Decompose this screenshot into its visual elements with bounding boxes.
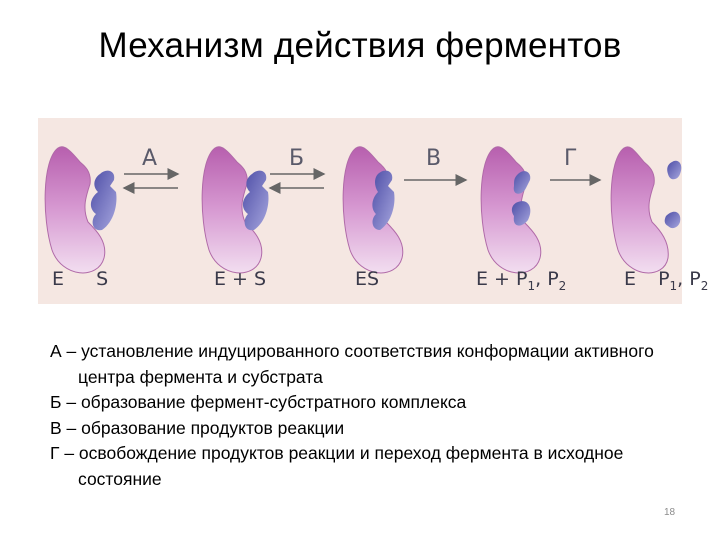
page-number: 18 [664,507,676,518]
stage-label-main: E [624,268,637,290]
product-p1-shape [667,160,682,180]
stage-label-e-s: E S [52,268,108,290]
arrow-label-v: В [426,146,442,171]
substrate-shape [372,170,395,230]
stage-label-e-plus-s: E + S [214,268,266,290]
arrow-label-b: Б [289,146,305,171]
enzyme-shape [342,146,404,274]
description-item-g: Г – освобождение продуктов реакции и пер… [50,443,624,489]
enzyme-mechanism-diagram: А Б В Г [38,118,682,304]
diagram-graphic [44,146,682,274]
description-list: А – установление индуцированного соответ… [50,339,690,492]
stage-label-separator: , P [535,268,559,290]
arrow-label-a: А [142,146,158,171]
stage-label-es: ES [355,268,379,290]
stage-label-e-p1-p2: E P1, P2 [624,268,708,293]
enzyme-shape [44,146,106,274]
description-item-v: В – образование продуктов реакции [50,417,345,438]
stage-label-extra: P [658,268,670,290]
product-p2-shape [664,211,681,229]
enzyme-shape [610,146,669,274]
stage-label-separator: , P [677,268,701,290]
stage-label-main: ES [355,268,380,290]
stage-label-subscript: 1 [527,278,536,293]
stage-label-main: E [52,268,65,290]
description-item-a: А – установление индуцированного соответ… [50,341,654,387]
description-item-b: Б – образование фермент-субстратного ком… [50,392,467,412]
stage-label-subscript: 1 [669,278,678,293]
product-p2-shape [511,201,531,226]
stage-label-main: E + S [214,268,267,290]
enzyme-shape [480,146,542,274]
stage-label-e-plus-p1-p2: E + P1, P2 [476,268,566,293]
substrate-shape [242,170,269,231]
arrow-label-g: Г [564,146,578,171]
stage-label-main: E + P [476,268,528,290]
slide-title: Механизм действия ферментов [98,26,622,65]
reversible-arrow-b [268,168,326,194]
stage-label-extra: S [96,268,109,290]
stage-label-subscript: 2 [558,278,567,293]
stage-label-subscript: 2 [700,278,709,293]
reversible-arrow-a [122,168,180,194]
substrate-shape [90,170,117,231]
product-p1-shape [513,171,531,194]
